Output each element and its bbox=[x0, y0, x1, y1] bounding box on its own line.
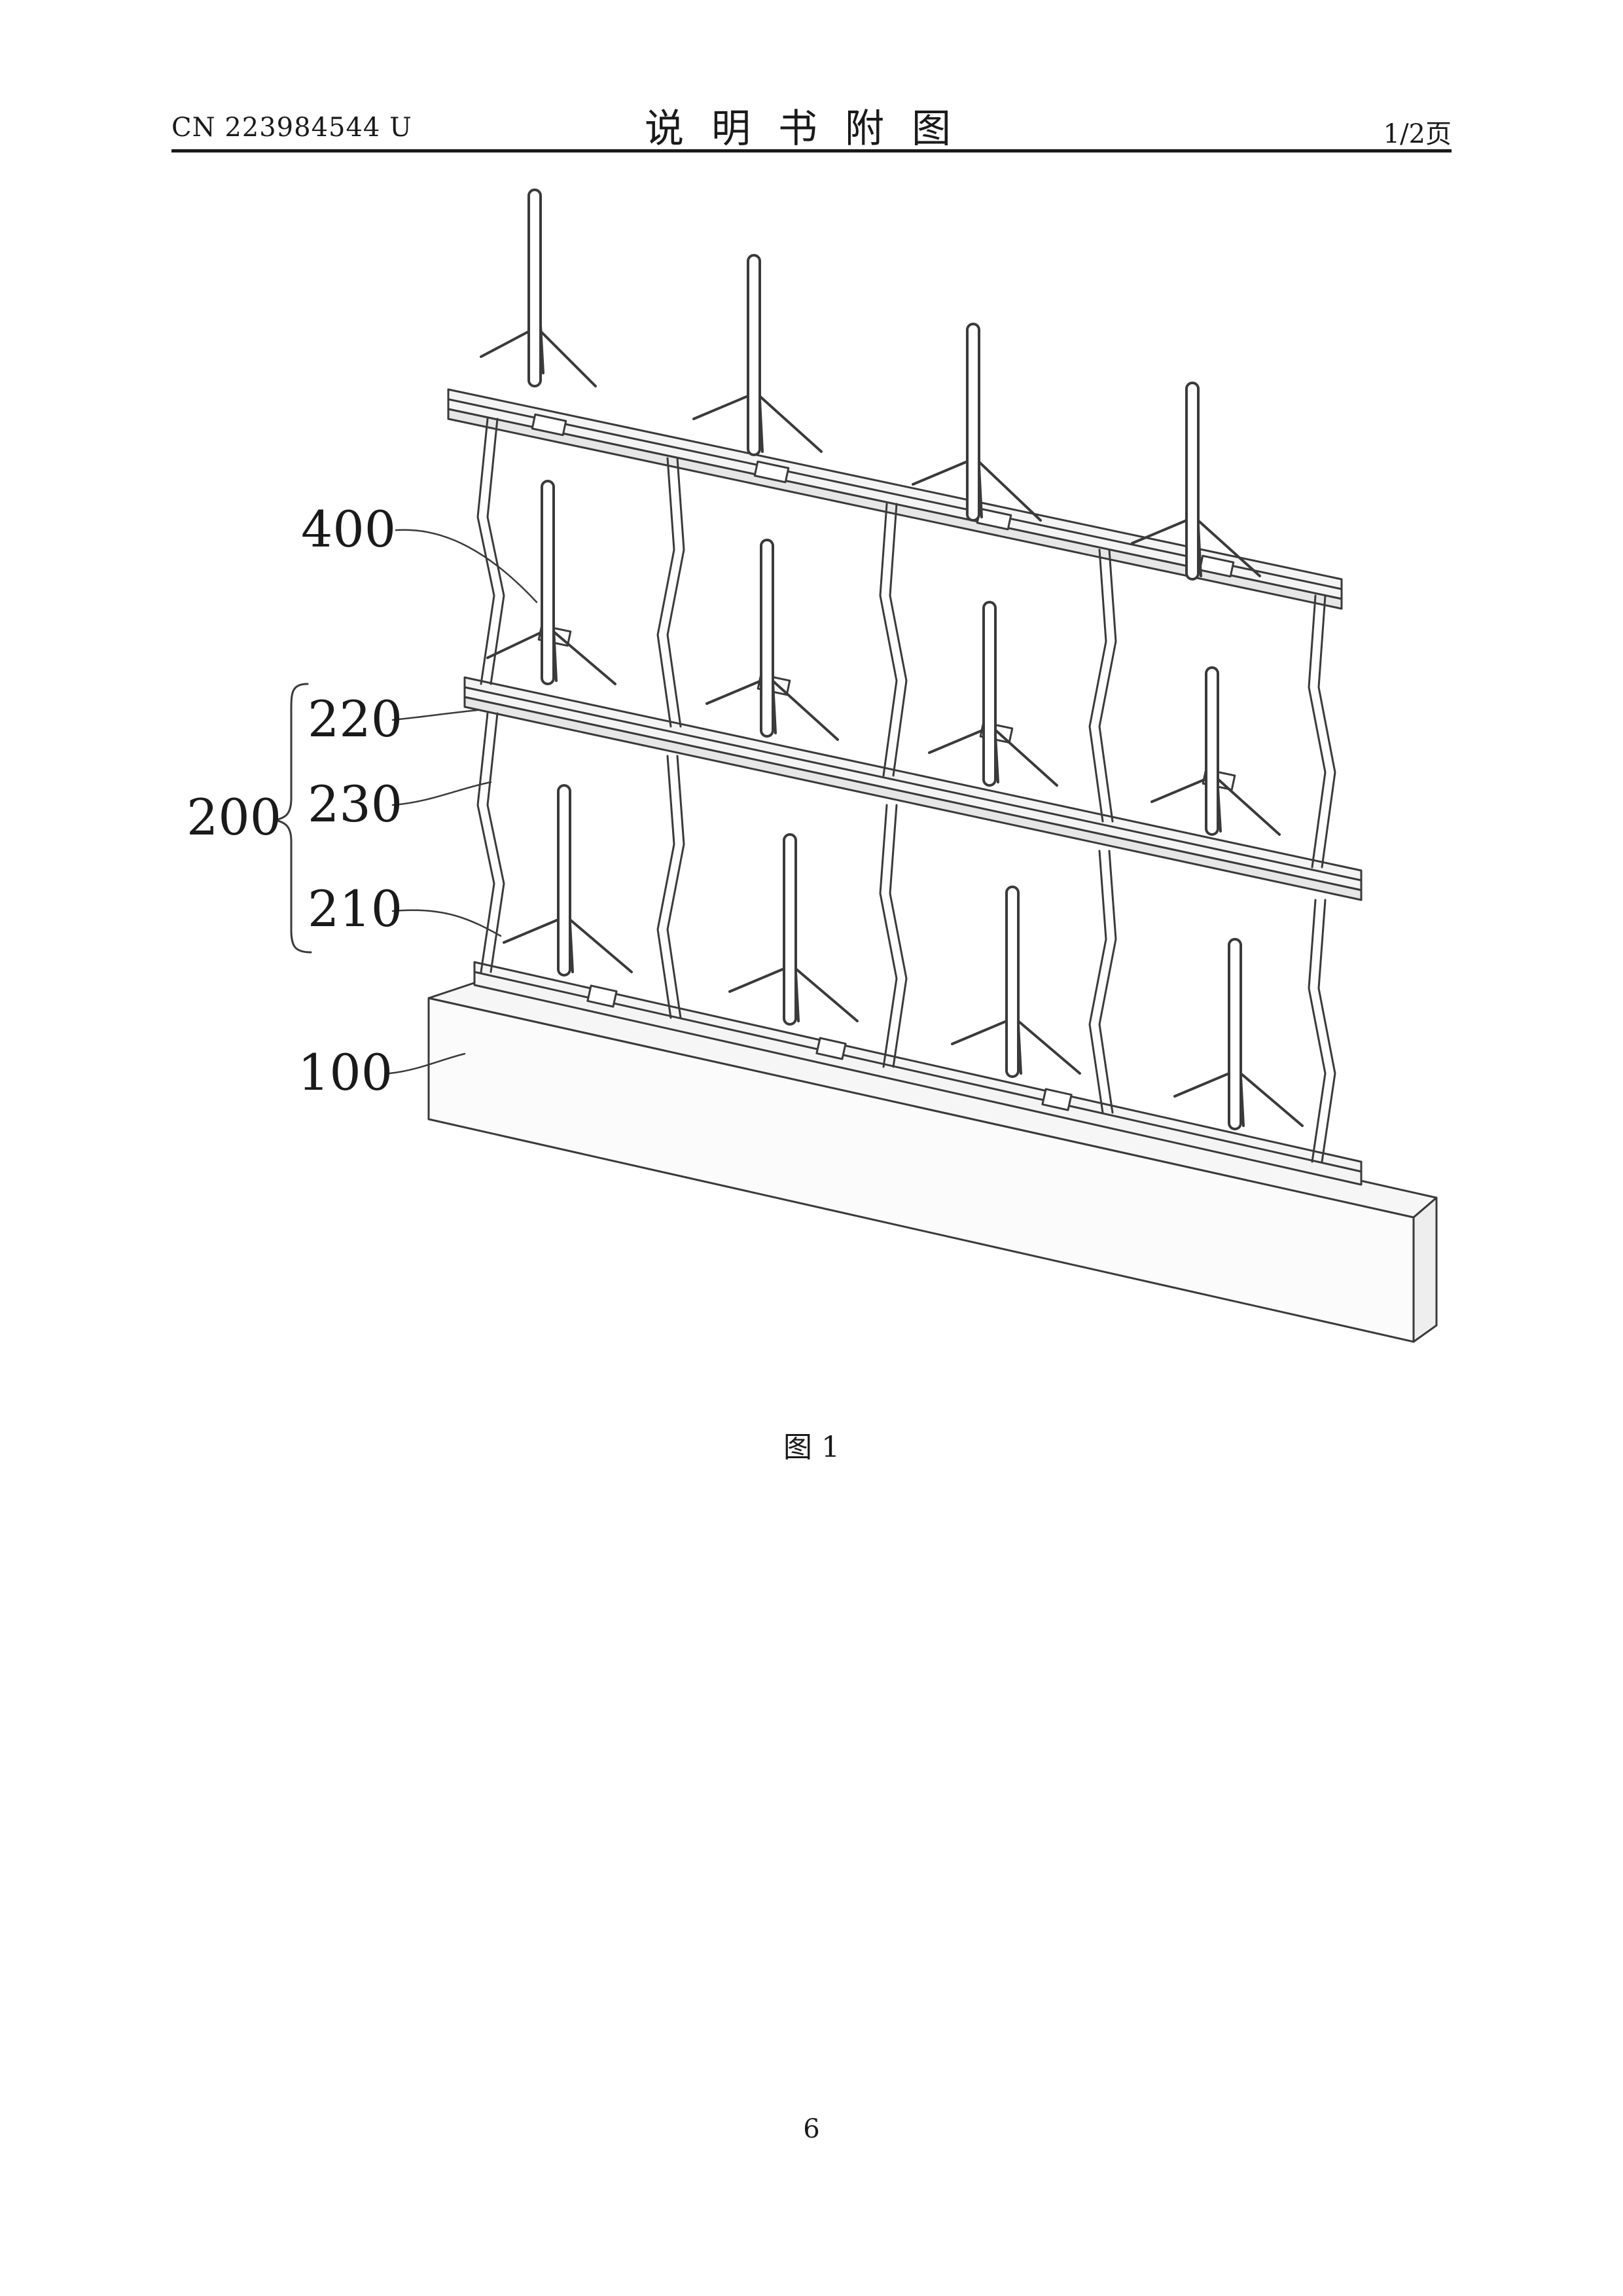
ref-200: 200 bbox=[187, 788, 281, 846]
ref-220: 220 bbox=[308, 690, 402, 748]
ref-400: 400 bbox=[301, 500, 396, 558]
page-count: 1/2页 bbox=[1383, 113, 1452, 151]
top-rail bbox=[448, 389, 1342, 609]
y-supports-row-1 bbox=[481, 190, 1260, 579]
ref-210: 210 bbox=[308, 880, 402, 938]
page-number: 6 bbox=[0, 2114, 1623, 2144]
document-title: 说明书附图 bbox=[0, 97, 1623, 154]
ref-100: 100 bbox=[298, 1043, 393, 1102]
patent-drawing: 400 220 200 230 210 100 bbox=[170, 177, 1453, 1401]
middle-rail bbox=[465, 626, 1361, 900]
structure-drawing: 400 220 200 230 210 100 bbox=[170, 177, 1453, 1401]
ref-230: 230 bbox=[308, 775, 402, 833]
header-rule bbox=[171, 149, 1452, 152]
figure-caption: 图 1 bbox=[0, 1424, 1623, 1465]
